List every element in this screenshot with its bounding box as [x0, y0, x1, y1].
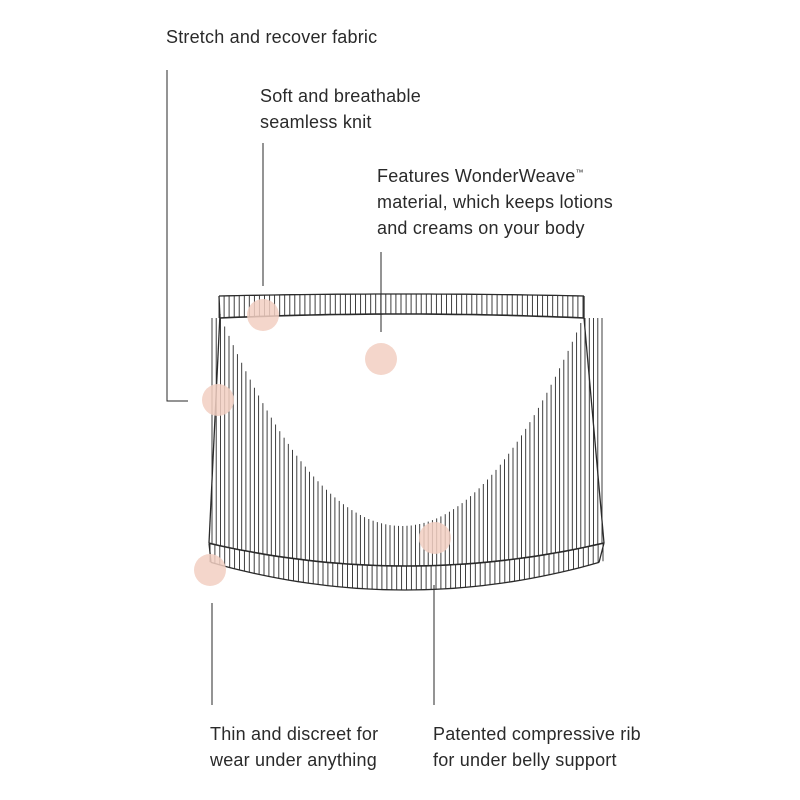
callout-rib-line-2: for under belly support	[433, 750, 617, 770]
garment-ribs	[211, 318, 603, 566]
callout-thin-line-2: wear under anything	[210, 750, 377, 770]
highlight-dot-thin	[194, 554, 226, 586]
bottom-band-bottom-edge	[210, 561, 600, 591]
garment-outline	[208, 293, 605, 591]
callout-wonderweave-line-2: material, which keeps lotions	[377, 192, 613, 212]
callout-compressive-rib: Patented compressive rib for under belly…	[433, 721, 641, 773]
wonderweave-text: Features WonderWeave	[377, 166, 576, 186]
callout-seamless-knit: Soft and breathable seamless knit	[260, 83, 421, 135]
callout-wonderweave-line-1: Features WonderWeave™	[377, 163, 613, 189]
highlight-dot-stretch	[202, 384, 234, 416]
callout-wonderweave: Features WonderWeave™ material, which ke…	[377, 163, 613, 241]
top-band-inner-edge	[219, 313, 585, 319]
callout-soft-line-2: seamless knit	[260, 112, 372, 132]
highlight-dot-rib	[419, 522, 451, 554]
top-waistband	[218, 294, 584, 318]
highlight-dot-wonderweave	[365, 343, 397, 375]
bottom-band-right-edge	[598, 542, 605, 563]
top-band-outer-edge	[218, 293, 585, 297]
callout-wonderweave-line-3: and creams on your body	[377, 218, 585, 238]
callout-thin-line-1: Thin and discreet for	[210, 724, 379, 744]
callout-rib-line-1: Patented compressive rib	[433, 724, 641, 744]
callout-stretch-fabric: Stretch and recover fabric	[166, 24, 377, 50]
trademark-symbol: ™	[575, 168, 584, 177]
body-left-edge	[208, 313, 221, 544]
callout-soft-line-1: Soft and breathable	[260, 86, 421, 106]
body-right-edge	[583, 317, 605, 544]
callout-thin-discreet: Thin and discreet for wear under anythin…	[210, 721, 378, 773]
bottom-band-top-edge	[208, 542, 605, 567]
callout-stretch-line-1: Stretch and recover fabric	[166, 27, 378, 47]
leader-line-stretch	[166, 70, 188, 402]
highlight-dot-soft	[247, 299, 279, 331]
